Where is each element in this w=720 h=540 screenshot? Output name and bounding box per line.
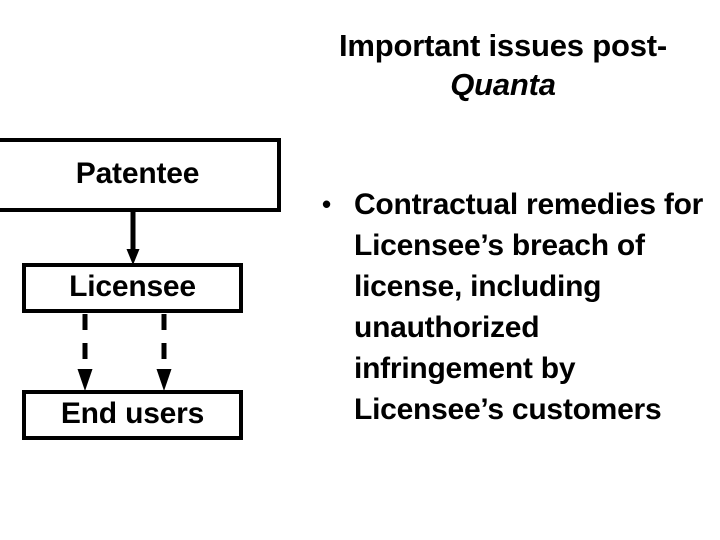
flow-box-licensee-label: Licensee: [69, 270, 196, 303]
arrow-patentee-to-licensee-icon: [126, 212, 140, 265]
flow-box-licensee: Licensee: [22, 263, 243, 313]
page-title: Important issues post- Quanta: [286, 26, 720, 104]
list-item: • Contractual remedies for Licensee’s br…: [318, 184, 718, 430]
arrow-licensee-to-endusers-right-icon: [156, 314, 172, 391]
patent-licensing-flow-diagram: Patentee Licensee End users: [0, 0, 300, 540]
flow-box-patentee-label: Patentee: [75, 157, 200, 190]
bullet-point-icon: •: [322, 189, 331, 219]
arrow-licensee-to-endusers-left-icon: [77, 314, 93, 391]
title-line-1: Important issues post-: [338, 28, 668, 63]
flow-box-end-users-label: End users: [60, 397, 205, 430]
bullet-item-text: Contractual remedies for Licensee’s brea…: [354, 188, 704, 426]
title-line-2-italic: Quanta: [450, 67, 556, 102]
flow-box-patentee: Patentee: [0, 138, 281, 212]
flow-box-end-users: End users: [22, 390, 243, 440]
bullet-list: • Contractual remedies for Licensee’s br…: [318, 184, 718, 430]
